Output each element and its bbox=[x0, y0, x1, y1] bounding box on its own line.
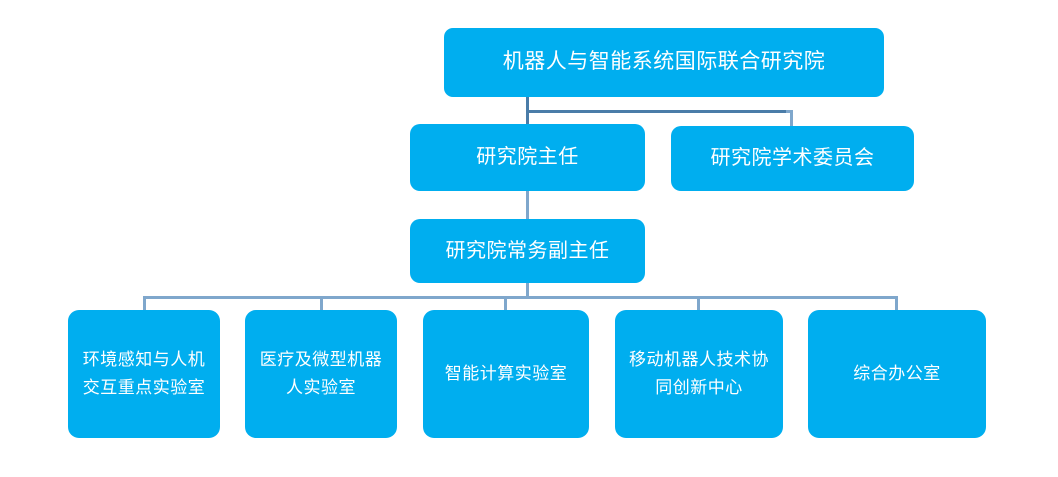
org-node-deputy-director[interactable]: 研究院常务副主任 bbox=[410, 219, 645, 283]
connector-to-leaf-4 bbox=[895, 296, 898, 312]
connector-to-leaf-0 bbox=[143, 296, 146, 312]
connector-to-committee bbox=[790, 110, 793, 128]
org-node-perception-hci-lab-label: 环境感知与人机交互重点实验室 bbox=[82, 350, 206, 397]
connector-to-leaf-1 bbox=[320, 296, 323, 312]
org-node-director[interactable]: 研究院主任 bbox=[410, 124, 645, 191]
org-node-academic-committee[interactable]: 研究院学术委员会 bbox=[671, 126, 914, 191]
org-node-academic-committee-label: 研究院学术委员会 bbox=[710, 147, 875, 169]
org-node-intelligent-computing-lab-label: 智能计算实验室 bbox=[444, 364, 568, 384]
org-node-intelligent-computing-lab[interactable]: 智能计算实验室 bbox=[423, 310, 589, 438]
connector-to-leaf-2 bbox=[504, 296, 507, 312]
connector-director-to-deputy bbox=[526, 191, 529, 221]
connector-root-bus-right bbox=[786, 110, 793, 113]
org-node-mobile-robot-innovation-center-label: 移动机器人技术协同创新中心 bbox=[629, 350, 769, 397]
org-node-general-office[interactable]: 综合办公室 bbox=[808, 310, 986, 438]
connector-deputy-stem bbox=[526, 283, 529, 298]
org-node-deputy-director-label: 研究院常务副主任 bbox=[445, 239, 610, 262]
connector-root-stem bbox=[526, 97, 529, 113]
org-node-medical-micro-robot-lab-label: 医疗及微型机器人实验室 bbox=[259, 350, 383, 397]
org-node-medical-micro-robot-lab[interactable]: 医疗及微型机器人实验室 bbox=[245, 310, 397, 438]
org-node-director-label: 研究院主任 bbox=[476, 146, 579, 168]
org-node-perception-hci-lab[interactable]: 环境感知与人机交互重点实验室 bbox=[68, 310, 220, 438]
connector-to-director bbox=[526, 110, 529, 126]
org-node-root[interactable]: 机器人与智能系统国际联合研究院 bbox=[444, 28, 884, 97]
org-node-general-office-label: 综合办公室 bbox=[853, 364, 941, 384]
org-node-mobile-robot-innovation-center[interactable]: 移动机器人技术协同创新中心 bbox=[615, 310, 783, 438]
connector-root-bus-left bbox=[526, 110, 788, 113]
connector-leaf-bus bbox=[143, 296, 898, 299]
connector-to-leaf-3 bbox=[697, 296, 700, 312]
org-node-root-label: 机器人与智能系统国际联合研究院 bbox=[502, 50, 826, 74]
